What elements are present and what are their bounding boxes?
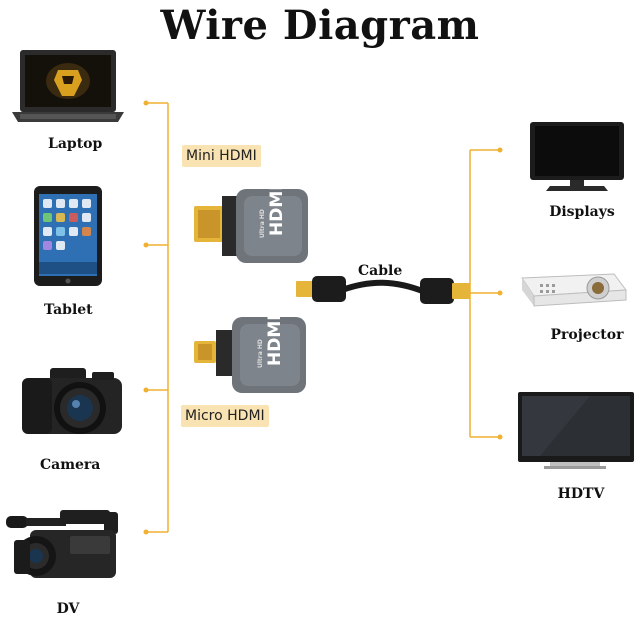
dot-laptop xyxy=(143,100,149,106)
dot-tablet xyxy=(143,242,149,248)
device-label-displays: Displays xyxy=(549,204,615,220)
dot-projector xyxy=(497,290,503,296)
micro-hdmi-tag: Micro HDMI xyxy=(181,405,269,427)
svg-text:Ultra HD: Ultra HD xyxy=(259,209,266,238)
mini-hdmi-adapter-icon: HDMI Ultra HD xyxy=(194,184,308,263)
dot-dv xyxy=(143,529,149,535)
device-label-hdtv: HDTV xyxy=(557,486,605,502)
laptop-icon xyxy=(12,50,124,122)
micro-hdmi-adapter-icon: HDMI Ultra HD xyxy=(194,314,306,393)
svg-text:Ultra HD: Ultra HD xyxy=(257,339,264,368)
camcorder-icon xyxy=(6,510,118,578)
left-connector-lines xyxy=(145,102,169,533)
device-label-dv: DV xyxy=(56,601,80,617)
dot-camera xyxy=(143,387,149,393)
projector-icon xyxy=(521,273,627,307)
right-connector-dots xyxy=(497,147,503,440)
svg-text:HDMI: HDMI xyxy=(267,184,287,236)
diagram-title: Wire Diagram xyxy=(160,2,480,49)
right-connector-lines xyxy=(469,149,500,438)
camera-icon xyxy=(22,368,122,434)
dot-displays xyxy=(497,147,503,153)
monitor-icon xyxy=(530,122,624,191)
device-label-laptop: Laptop xyxy=(48,136,103,152)
device-label-tablet: Tablet xyxy=(44,302,93,318)
device-label-camera: Camera xyxy=(40,457,101,473)
dot-hdtv xyxy=(497,434,503,440)
mini-hdmi-tag: Mini HDMI xyxy=(182,145,261,167)
left-connector-dots xyxy=(143,100,149,535)
svg-text:HDMI: HDMI xyxy=(265,314,285,366)
cable-label: Cable xyxy=(358,263,403,279)
device-label-projector: Projector xyxy=(550,327,624,343)
tv-icon xyxy=(518,392,634,469)
hdmi-cable-icon xyxy=(296,276,470,304)
tablet-icon xyxy=(34,186,102,286)
